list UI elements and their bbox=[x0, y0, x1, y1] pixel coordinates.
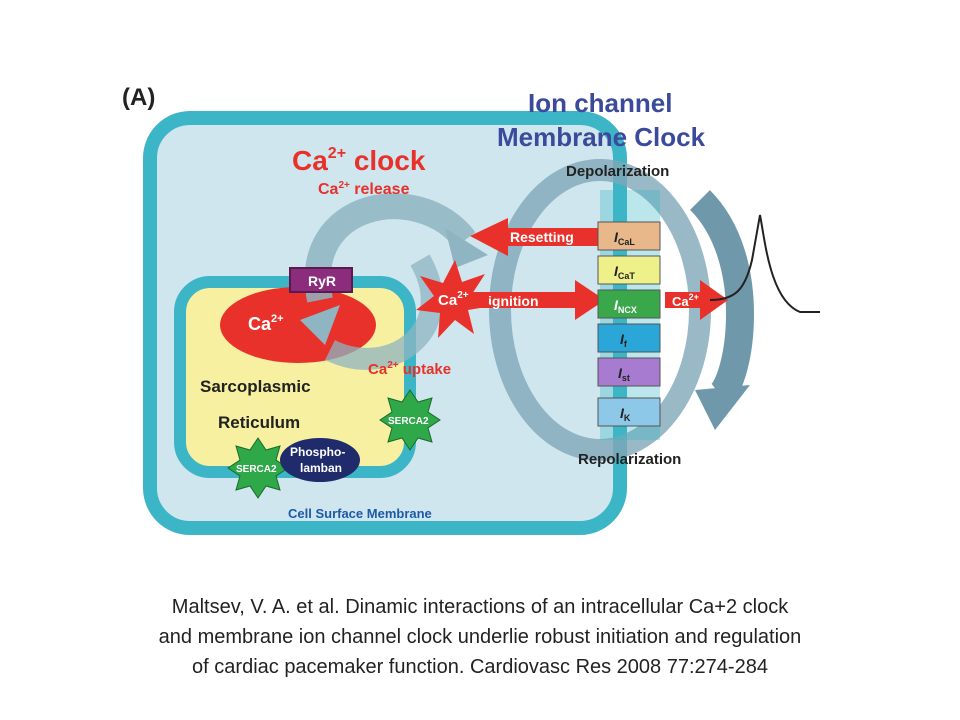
depolarization-label: Depolarization bbox=[566, 163, 669, 180]
ca-uptake-label: Ca2+ uptake bbox=[368, 360, 451, 378]
repolarization-arrow bbox=[689, 190, 754, 407]
membrane-clock-title-line1: Ion channel bbox=[528, 88, 672, 118]
ca-release-arrow bbox=[304, 193, 476, 303]
repolarization-arrowhead bbox=[695, 385, 750, 430]
current-label-ist: Ist bbox=[618, 365, 630, 383]
membrane-clock-title-line2: Membrane Clock bbox=[497, 122, 706, 152]
ca-clock-diagram: (A) Ca2+ Resetting ignition Ca2+ Ca2+ Ry… bbox=[122, 84, 820, 535]
ion-current-boxes: ICaL ICaT INCX If Ist IK bbox=[597, 221, 661, 427]
ignition-arrow bbox=[470, 280, 605, 320]
current-label-if: If bbox=[620, 331, 628, 349]
ca-out-arrow bbox=[665, 280, 728, 320]
current-label-ik: IK bbox=[620, 405, 631, 423]
serca-lower-label: SERCA2 bbox=[236, 464, 277, 475]
repolarization-label: Repolarization bbox=[578, 451, 681, 468]
resetting-arrow bbox=[470, 218, 640, 256]
current-box-ik bbox=[597, 397, 661, 427]
ca-spark-star bbox=[416, 260, 492, 338]
ca-release-arrowhead bbox=[445, 228, 488, 268]
sr-label-line1: Sarcoplasmic bbox=[200, 377, 311, 396]
ryr-label: RyR bbox=[308, 273, 336, 289]
current-box-if bbox=[597, 323, 661, 353]
ca-clock-title: Ca2+ clock bbox=[292, 145, 426, 176]
current-label-icat: ICaT bbox=[614, 263, 635, 281]
current-label-ical: ICaL bbox=[614, 229, 635, 247]
phospholamban-line1: Phospho- bbox=[290, 445, 345, 459]
action-potential-trace bbox=[709, 214, 820, 313]
cell-membrane-label: Cell Surface Membrane bbox=[288, 506, 432, 521]
sr-label-line2: Reticulum bbox=[218, 413, 300, 432]
caption-line-3: of cardiac pacemaker function. Cardiovas… bbox=[192, 656, 768, 678]
sr-ca-label: Ca2+ bbox=[248, 313, 284, 334]
ryr-channel bbox=[289, 267, 353, 293]
current-label-incx: INCX bbox=[614, 297, 637, 315]
panel-label: (A) bbox=[122, 84, 155, 111]
ca-uptake-arrowhead bbox=[300, 305, 340, 345]
resetting-label: Resetting bbox=[510, 229, 574, 245]
serca-upper-label: SERCA2 bbox=[388, 416, 429, 427]
ca-out-label: Ca2+ bbox=[672, 292, 699, 309]
serca2-pump-upper bbox=[379, 389, 441, 451]
current-box-incx bbox=[597, 289, 661, 319]
phospholamban bbox=[280, 438, 360, 482]
caption-line-1: Maltsev, V. A. et al. Dinamic interactio… bbox=[171, 596, 789, 618]
current-box-ical bbox=[597, 221, 661, 251]
caption-line-2: and membrane ion channel clock underlie … bbox=[158, 626, 802, 648]
serca2-pump-lower bbox=[227, 437, 289, 499]
figure-caption: Maltsev, V. A. et al. Dinamic interactio… bbox=[80, 592, 880, 682]
current-box-icat bbox=[597, 255, 661, 285]
spark-ca-label: Ca2+ bbox=[438, 290, 469, 309]
ignition-label: ignition bbox=[488, 293, 539, 309]
phospholamban-line2: lamban bbox=[300, 461, 342, 475]
ca-release-label: Ca2+ release bbox=[318, 180, 410, 198]
current-box-ist bbox=[597, 357, 661, 387]
